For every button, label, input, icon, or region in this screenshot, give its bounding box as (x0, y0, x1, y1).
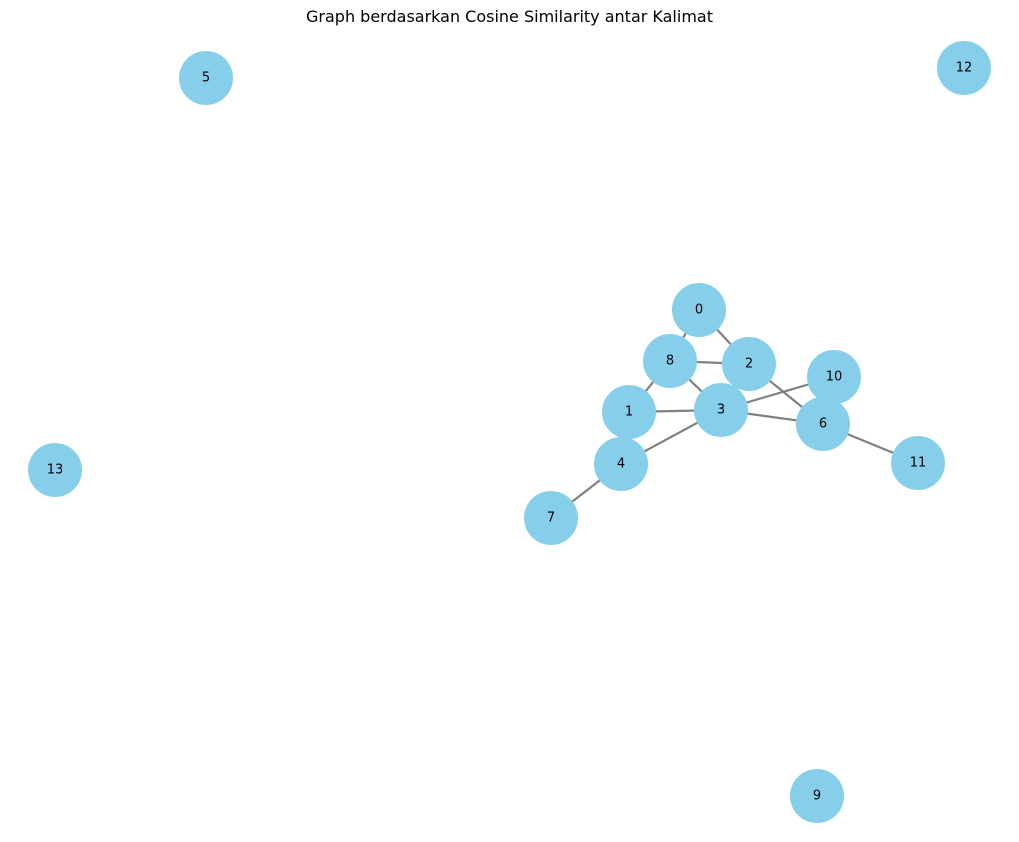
node-label-4: 4 (617, 457, 625, 472)
node-label-5: 5 (202, 71, 210, 86)
graph-node-3: 3 (694, 383, 748, 437)
graph-node-9: 9 (790, 769, 844, 823)
graph-node-6: 6 (796, 397, 850, 451)
node-label-2: 2 (745, 357, 753, 372)
graph-node-0: 0 (672, 283, 726, 337)
node-label-9: 9 (813, 789, 821, 804)
node-label-0: 0 (695, 303, 703, 318)
node-circle-9 (790, 769, 844, 823)
node-label-1: 1 (625, 405, 633, 420)
node-circle-1 (602, 385, 656, 439)
graph-node-12: 12 (937, 41, 991, 95)
graph-node-4: 4 (594, 437, 648, 491)
node-circle-4 (594, 437, 648, 491)
graph-node-8: 8 (643, 334, 697, 388)
node-label-8: 8 (666, 354, 674, 369)
graph-node-5: 5 (179, 51, 233, 105)
graph-node-13: 13 (28, 443, 82, 497)
node-label-3: 3 (717, 403, 725, 418)
node-label-10: 10 (826, 370, 843, 385)
node-label-13: 13 (47, 463, 64, 478)
graph-node-11: 11 (891, 436, 945, 490)
node-circle-2 (722, 337, 776, 391)
graph-node-10: 10 (807, 350, 861, 404)
node-label-7: 7 (547, 511, 555, 526)
node-circle-13 (28, 443, 82, 497)
node-circle-7 (524, 491, 578, 545)
node-circle-11 (891, 436, 945, 490)
node-circle-6 (796, 397, 850, 451)
graph-node-2: 2 (722, 337, 776, 391)
node-circle-10 (807, 350, 861, 404)
node-circle-5 (179, 51, 233, 105)
node-label-6: 6 (819, 417, 827, 432)
graph-title: Graph berdasarkan Cosine Similarity anta… (306, 7, 713, 26)
node-label-11: 11 (910, 456, 927, 471)
graph-node-1: 1 (602, 385, 656, 439)
node-circle-0 (672, 283, 726, 337)
graph-node-7: 7 (524, 491, 578, 545)
node-circle-3 (694, 383, 748, 437)
node-circle-8 (643, 334, 697, 388)
node-circle-12 (937, 41, 991, 95)
node-label-12: 12 (956, 61, 973, 76)
